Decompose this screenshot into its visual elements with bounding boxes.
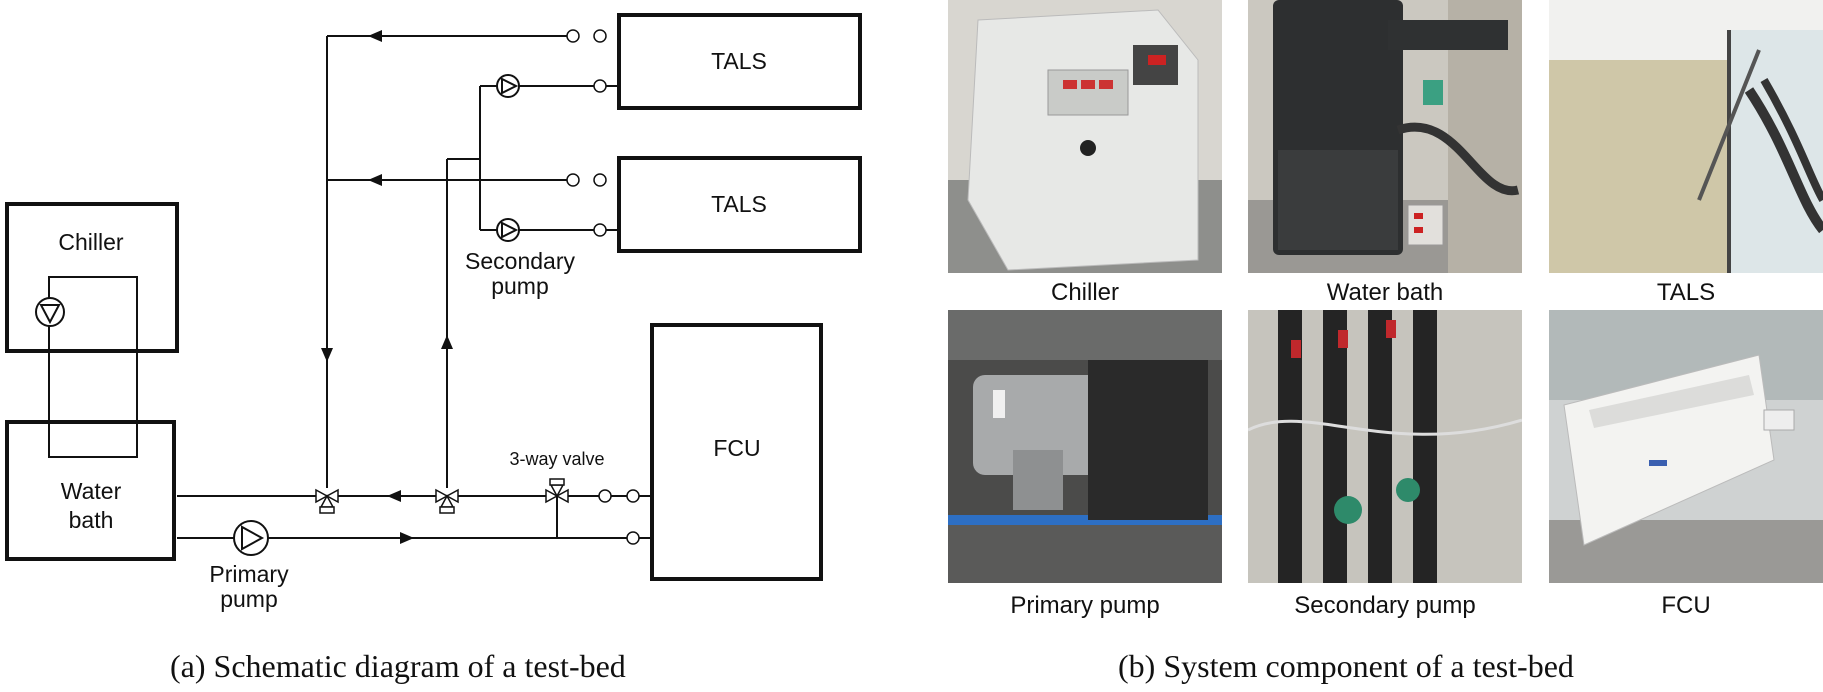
flow-arrow <box>321 348 333 362</box>
three-way-valve-icon <box>545 478 569 504</box>
photo-label-water-bath: Water bath <box>1326 279 1444 306</box>
photo-water-bath <box>1248 0 1522 273</box>
chiller-pump-icon <box>35 297 65 327</box>
schematic-diagram: Chiller Water bath TALS TALS FCU Seconda… <box>5 13 862 612</box>
secondary-pump-label-line1: Secondary <box>465 248 575 274</box>
photo-secondary-pump <box>1248 310 1522 583</box>
sensor-icon <box>593 29 607 43</box>
chiller-loop <box>48 276 138 458</box>
photo-label-fcu: FCU <box>1661 592 1711 619</box>
secondary-pump-icon <box>496 74 520 98</box>
tals-bottom-box <box>617 156 862 253</box>
fcu-label: FCU <box>713 435 760 461</box>
caption-right: (b) System component of a test-bed <box>1118 648 1574 684</box>
sensor-icon <box>593 173 607 187</box>
sensor-icon <box>593 223 607 237</box>
three-way-valve-icon <box>315 488 339 514</box>
photo-label-primary-pump: Primary pump <box>1010 592 1160 619</box>
tals-bottom-label: TALS <box>711 191 767 217</box>
fcu-box <box>650 323 823 581</box>
three-way-valve-icon <box>435 488 459 514</box>
sensor-icon <box>566 29 580 43</box>
flow-arrow <box>400 532 414 544</box>
photo-fcu <box>1549 310 1823 583</box>
flow-arrow <box>368 174 382 186</box>
primary-pump-icon <box>233 520 269 556</box>
sensor-icon <box>593 79 607 93</box>
tals-top-box <box>617 13 862 110</box>
flow-arrow <box>368 30 382 42</box>
sensor-icon <box>626 531 640 545</box>
chiller-box <box>5 202 179 353</box>
flow-arrow <box>441 335 453 349</box>
flow-arrow <box>387 490 401 502</box>
water-bath-box <box>5 420 176 561</box>
water-bath-label-line2: bath <box>69 507 114 533</box>
sensor-icon <box>566 173 580 187</box>
photo-chiller <box>948 0 1222 273</box>
photo-label-tals: TALS <box>1656 279 1716 306</box>
three-way-valve-label: 3-way valve <box>509 449 604 469</box>
sensor-icon <box>626 489 640 503</box>
photo-label-chiller: Chiller <box>1050 279 1119 306</box>
secondary-pump-label-line2: pump <box>491 273 549 299</box>
tals-top-label: TALS <box>711 48 767 74</box>
photo-primary-pump <box>948 310 1222 583</box>
primary-pump-label-line2: pump <box>220 586 278 612</box>
secondary-pump-icon <box>496 218 520 242</box>
photo-tals <box>1549 0 1823 273</box>
photo-label-secondary-pump: Secondary pump <box>1294 592 1476 619</box>
primary-pump-label-line1: Primary <box>209 561 289 587</box>
chiller-label: Chiller <box>58 229 124 255</box>
water-bath-label-line1: Water <box>61 478 122 504</box>
caption-left: (a) Schematic diagram of a test-bed <box>170 648 626 684</box>
sensor-icon <box>598 489 612 503</box>
